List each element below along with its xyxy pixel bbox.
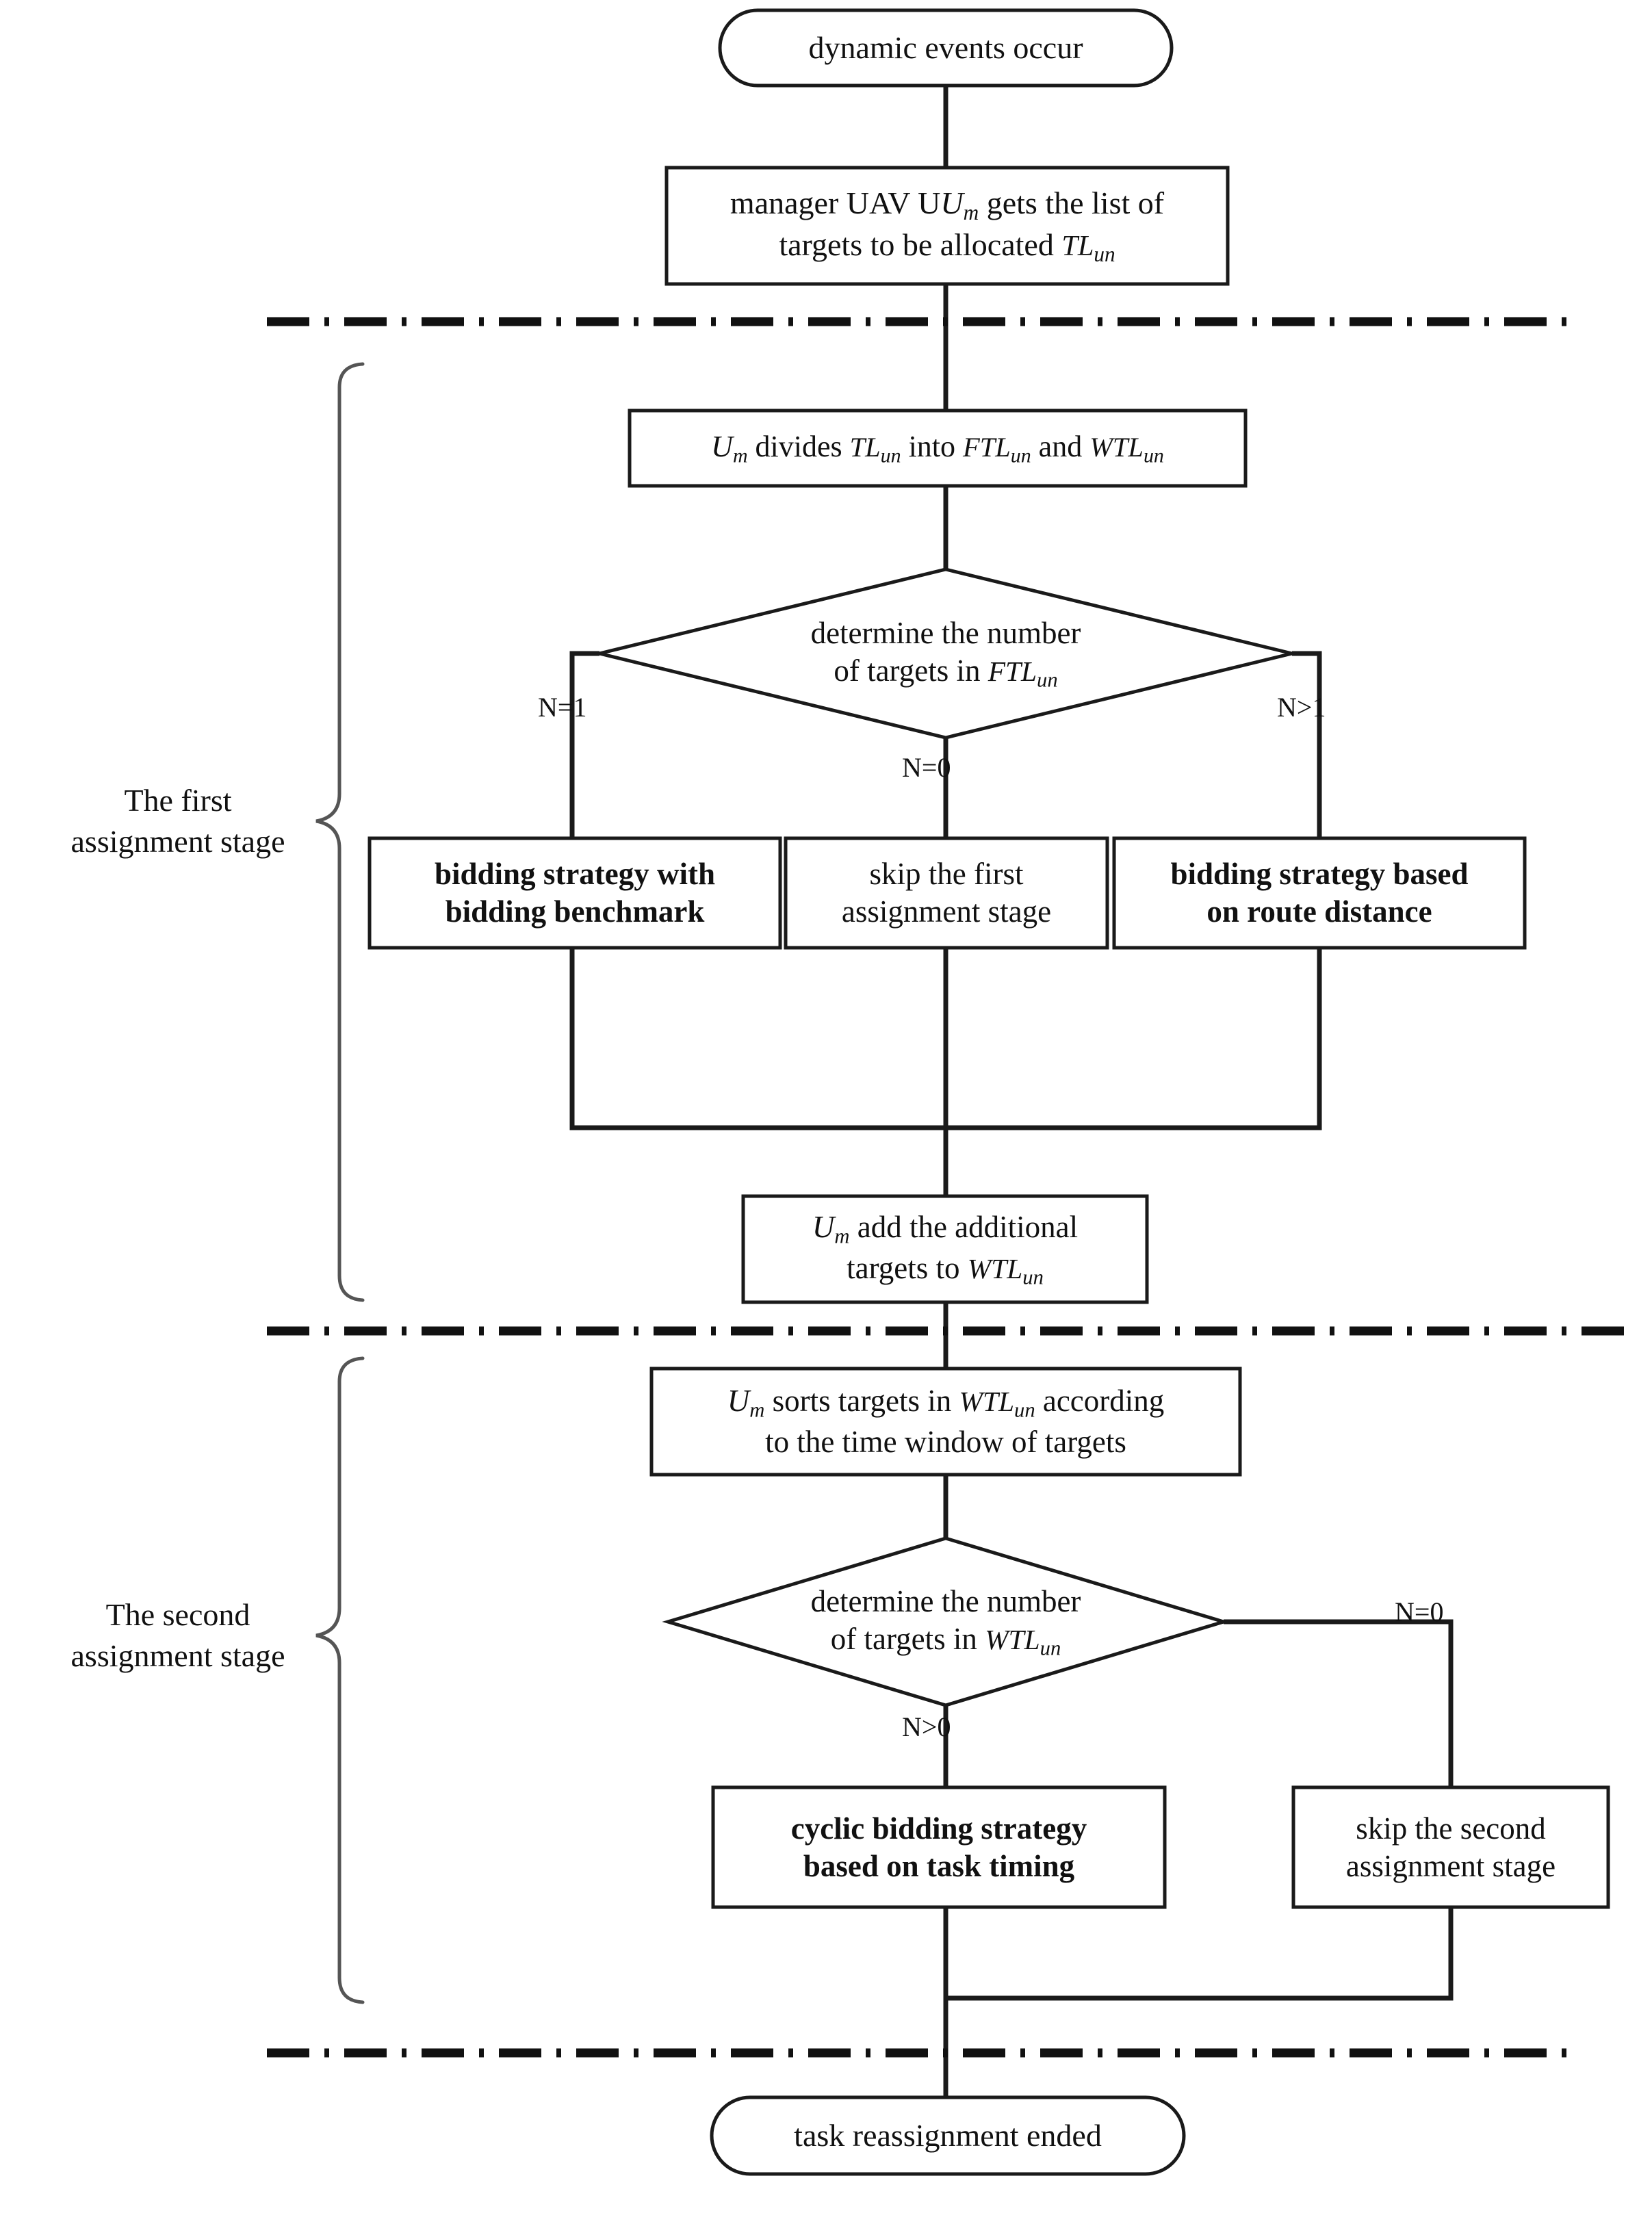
stage-label-first: The first assignment stage	[70, 783, 285, 859]
stage-label-second: The second assignment stage	[70, 1597, 285, 1673]
add-targets-shape	[741, 1194, 1149, 1304]
decision2-node-shape	[662, 1536, 1230, 1707]
skip-second-shape	[1291, 1785, 1610, 1909]
edge-merge-second-stage	[946, 1907, 1454, 2001]
edge-label-decision2-right: N=0	[1395, 1596, 1444, 1627]
skip-first-shape	[784, 836, 1109, 950]
divide-node-shape	[628, 409, 1248, 488]
edge-label-decision1-right: N>1	[1277, 692, 1326, 723]
brace-second-stage	[315, 1356, 365, 2004]
strategy-route-shape	[1112, 836, 1527, 950]
strategy-benchmark-shape	[367, 836, 782, 950]
getlist-node-shape	[664, 166, 1230, 286]
edge-label-decision1-center: N=0	[902, 752, 951, 783]
edge-label-decision1-left: N=1	[538, 692, 587, 723]
brace-first-stage	[315, 362, 365, 1302]
edge-label-decision2-down: N>0	[902, 1711, 951, 1742]
edge-decision2-right	[1224, 1619, 1454, 1787]
edge-decision1-right	[1292, 651, 1322, 838]
end-node-shape	[710, 2095, 1186, 2176]
cyclic-bidding-shape	[711, 1785, 1167, 1909]
sort-targets-shape	[649, 1367, 1242, 1477]
edge-decision1-left	[569, 651, 599, 838]
start-node-shape	[718, 8, 1174, 88]
decision1-node-shape	[599, 567, 1293, 740]
